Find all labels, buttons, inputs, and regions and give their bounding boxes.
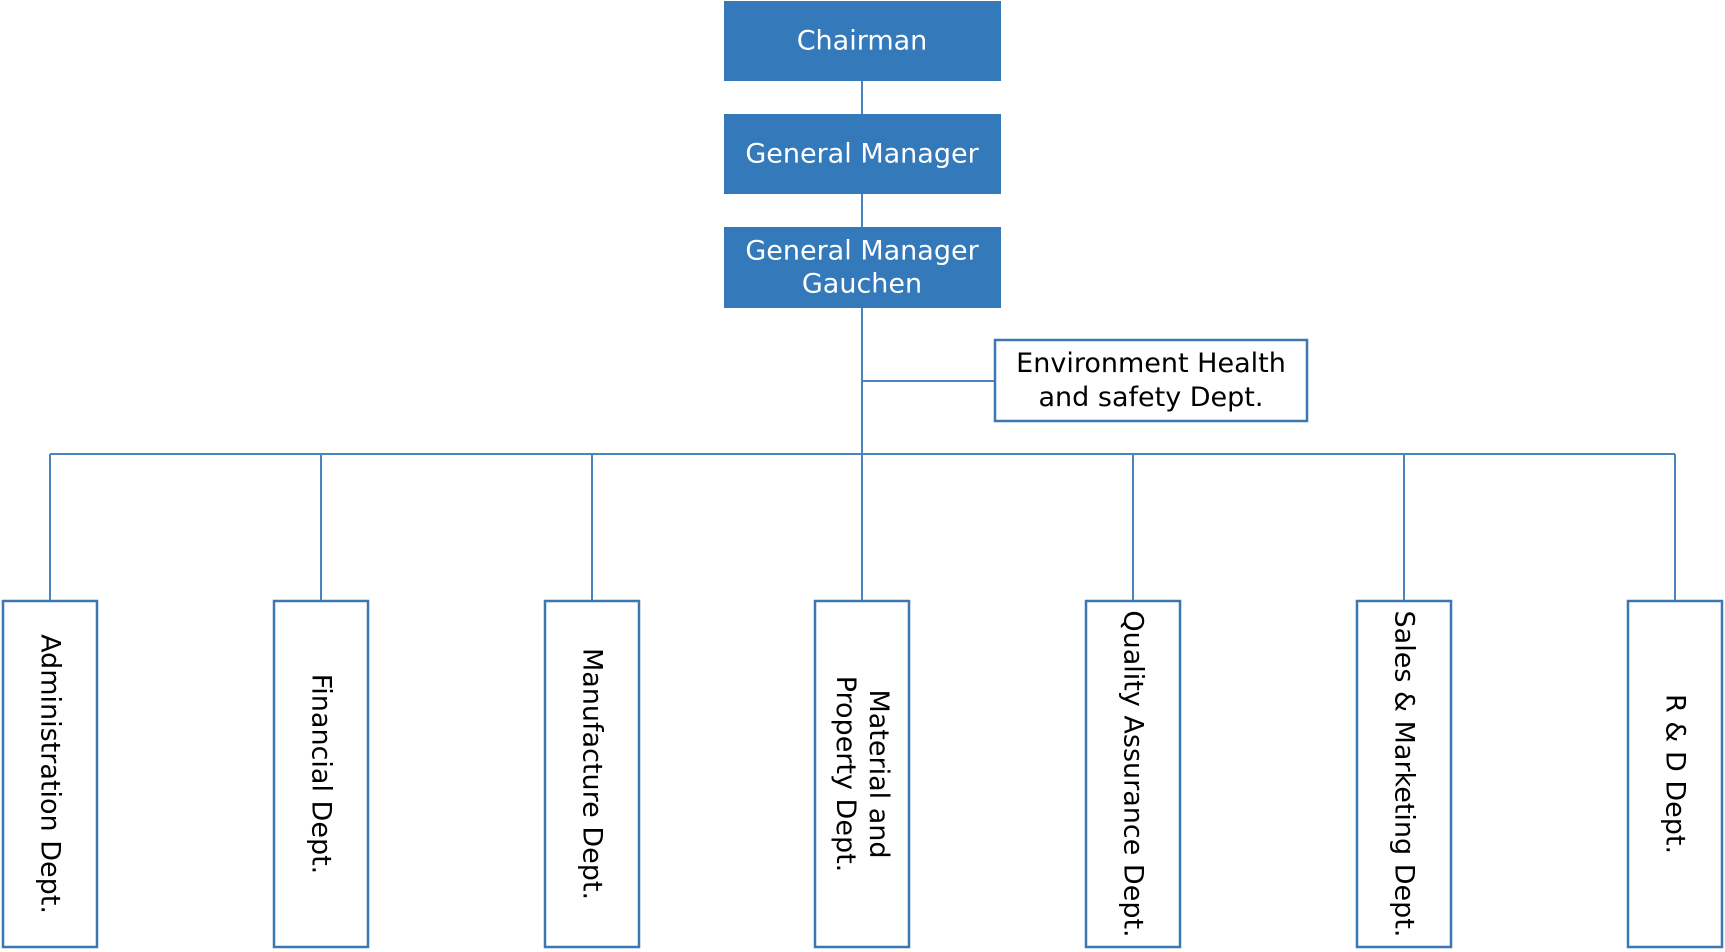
label-group: Administration Dept. [35, 634, 66, 914]
node-label-line: Financial Dept. [306, 674, 337, 875]
node-label-line: General Manager [745, 236, 979, 267]
connector-lines [49, 81, 1676, 601]
ehs-dept-box [993, 338, 1309, 423]
label-group: Manufacture Dept. [577, 648, 608, 900]
manufacture-dept-box-bg [543, 599, 641, 949]
sales-marketing-dept-box: Sales & Marketing Dept. [1355, 599, 1453, 949]
general-manager-box-bg [724, 114, 1001, 194]
label-group: R & D Dept. [1660, 694, 1691, 854]
chairman-box-bg [724, 1, 1001, 81]
general-manager-box: General Manager [724, 114, 1001, 194]
rd-dept-box-bg [1626, 599, 1724, 949]
material-property-dept-box-bg [813, 599, 911, 949]
node-label-line: Chairman [797, 26, 928, 57]
label-group: Financial Dept. [306, 674, 337, 875]
node-label-line: Quality Assurance Dept. [1118, 610, 1149, 937]
label-group: Quality Assurance Dept. [1118, 610, 1149, 937]
node-label-line: General Manager [745, 139, 979, 170]
node-label-line: Material and [863, 689, 894, 858]
label-group: General Manager [745, 139, 979, 170]
department-nodes: Administration Dept. Financial Dept. Manuf… [1, 599, 1724, 949]
node-label-line: Property Dept. [830, 676, 861, 873]
financial-dept-box-bg [272, 599, 370, 949]
quality-assurance-dept-box: Quality Assurance Dept. [1084, 599, 1182, 949]
node-label-line: Environment Health [1016, 348, 1286, 379]
node-label-line: and safety Dept. [1039, 382, 1264, 413]
administration-dept-box-bg [1, 599, 99, 949]
node-label-line: Administration Dept. [35, 634, 66, 914]
node-label-line: R & D Dept. [1660, 694, 1691, 854]
sales-marketing-dept-box-bg [1355, 599, 1453, 949]
manufacture-dept-box: Manufacture Dept. [543, 599, 641, 949]
node-label-line: Sales & Marketing Dept. [1389, 611, 1420, 938]
label-group: Chairman [797, 26, 928, 57]
quality-assurance-dept-box-bg [1084, 599, 1182, 949]
label-group: Sales & Marketing Dept. [1389, 611, 1420, 938]
financial-dept-box: Financial Dept. [272, 599, 370, 949]
rd-dept-box: R & D Dept. [1626, 599, 1724, 949]
chairman-box: Chairman [724, 1, 1001, 81]
node-label-line: Gauchen [802, 269, 922, 300]
general-manager-gauchen-box-bg [724, 227, 1001, 308]
node-label-line: Manufacture Dept. [577, 648, 608, 900]
administration-dept-box: Administration Dept. [1, 599, 99, 949]
